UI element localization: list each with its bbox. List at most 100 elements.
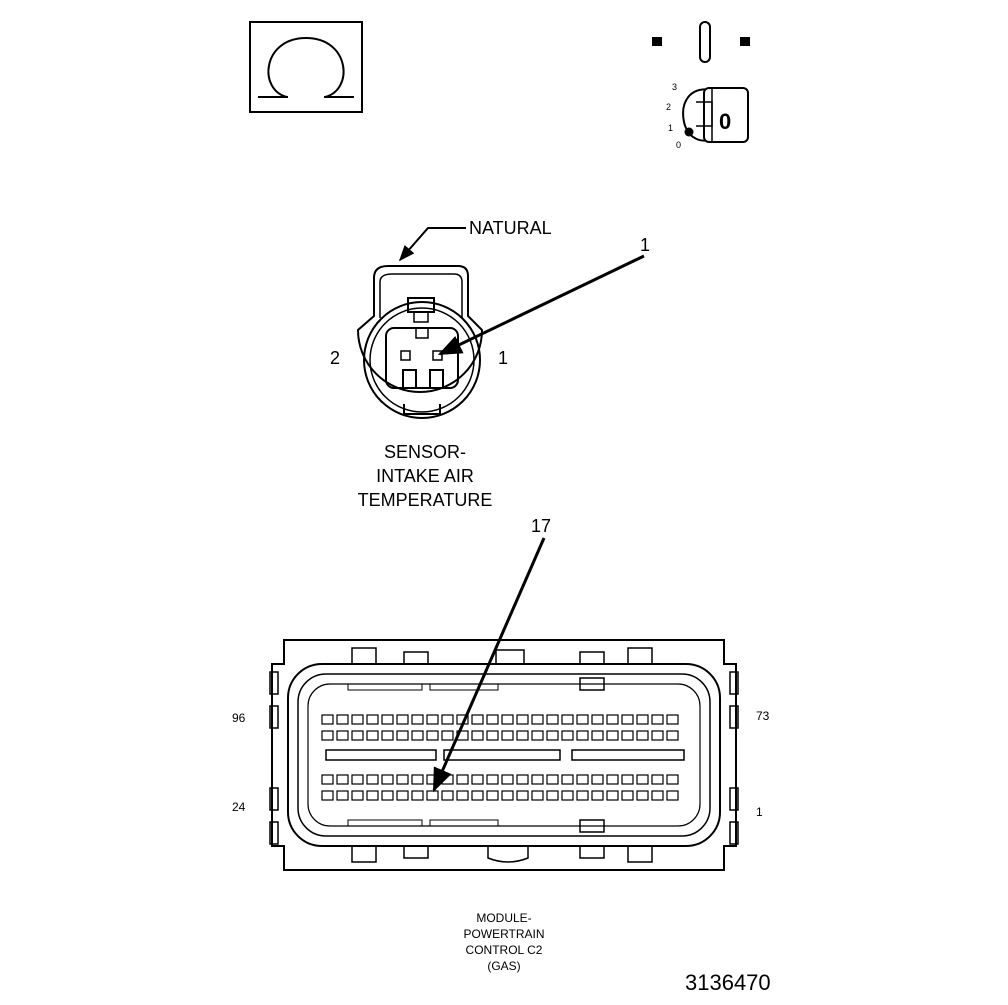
- pcm-pin-cavity: [426, 714, 439, 725]
- pcm-corner-label-bottom-right: 1: [756, 805, 763, 819]
- pcm-pin-cavity: [606, 774, 619, 785]
- key-position-0: 0: [676, 140, 681, 150]
- pcm-pin-cavity: [426, 790, 439, 801]
- pcm-corner-label-bottom-left: 24: [232, 800, 246, 814]
- pcm-pin-cavity: [441, 730, 454, 741]
- pcm-pin-cavity: [561, 774, 574, 785]
- pcm-title-line-3: CONTROL C2: [466, 943, 543, 957]
- pcm-pin-cavity: [381, 774, 394, 785]
- pcm-pin-cavity: [561, 714, 574, 725]
- pcm-pin-cavity: [396, 774, 409, 785]
- pcm-pin-cavity: [486, 730, 499, 741]
- pcm-pin-cavity: [666, 774, 679, 785]
- pcm-pin-cavity: [561, 730, 574, 741]
- pcm-pin-cavity: [546, 730, 559, 741]
- pcm-pin-cavity: [666, 790, 679, 801]
- key-icon: [682, 87, 749, 143]
- pcm-pin-cavity: [651, 790, 664, 801]
- pcm-pin-cavity: [351, 790, 364, 801]
- pcm-corner-label-top-left: 96: [232, 711, 246, 725]
- pcm-pin-cavity: [486, 714, 499, 725]
- pcm-pin-cavity: [546, 790, 559, 801]
- key-position-2: 2: [666, 102, 671, 112]
- pcm-pin-cavity: [576, 774, 589, 785]
- pcm-pin-cavity: [531, 774, 544, 785]
- connector-color-callout: NATURAL: [469, 218, 552, 238]
- sensor-title-line-1: SENSOR-: [384, 442, 466, 462]
- pcm-pin-cavity: [621, 730, 634, 741]
- pcm-pin-grid: [321, 714, 679, 801]
- pcm-pin-cavity: [471, 714, 484, 725]
- pcm-pin-cavity: [501, 730, 514, 741]
- pcm-pin-cavity: [636, 714, 649, 725]
- pcm-pin-cavity: [621, 714, 634, 725]
- pcm-pin-cavity: [441, 714, 454, 725]
- pcm-pin-cavity: [576, 714, 589, 725]
- pcm-pin-cavity: [561, 790, 574, 801]
- pcm-pin-cavity: [501, 714, 514, 725]
- pcm-pin-cavity: [411, 774, 424, 785]
- pcm-pin-cavity: [591, 714, 604, 725]
- pcm-pin-cavity: [591, 790, 604, 801]
- pcm-title-line-1: MODULE-: [476, 911, 531, 925]
- sensor-pin-left-label: 2: [330, 348, 340, 368]
- pcm-center-key-middle: [443, 749, 561, 761]
- sensor-title-line-3: TEMPERATURE: [358, 490, 493, 510]
- pcm-pin-cavity: [441, 774, 454, 785]
- pcm-pin-cavity: [426, 730, 439, 741]
- pcm-pin-cavity: [336, 730, 349, 741]
- pcm-pin-cavity: [486, 790, 499, 801]
- pcm-pin-cavity: [366, 774, 379, 785]
- pcm-pin-cavity: [636, 790, 649, 801]
- pcm-pin-cavity: [636, 774, 649, 785]
- pcm-pin-cavity: [531, 790, 544, 801]
- pcm-title-line-2: POWERTRAIN: [463, 927, 544, 941]
- pcm-pin-cavity: [486, 774, 499, 785]
- pcm-pin-callout: 17: [531, 516, 551, 536]
- figure-number: 3136470: [685, 970, 771, 995]
- pcm-pin-cavity: [321, 714, 334, 725]
- pcm-pin-cavity: [501, 774, 514, 785]
- key-position-1: 1: [668, 123, 673, 133]
- pcm-pin-cavity: [621, 790, 634, 801]
- pcm-pin-cavity: [396, 714, 409, 725]
- pcm-pin-callout-arrow: [432, 537, 546, 793]
- pcm-pin-cavity: [456, 790, 469, 801]
- pcm-center-key-left: [325, 749, 437, 761]
- pcm-pin-cavity: [591, 730, 604, 741]
- pcm-pin-cavity: [636, 730, 649, 741]
- pcm-pin-cavity: [606, 730, 619, 741]
- pcm-pin-cavity: [471, 790, 484, 801]
- ignition-key-off-icon: 3 2 1 0 0: [652, 21, 750, 150]
- pcm-pin-cavity: [606, 790, 619, 801]
- pcm-center-key-right: [571, 749, 685, 761]
- pcm-pin-cavity: [666, 730, 679, 741]
- pcm-pin-cavity: [381, 714, 394, 725]
- pcm-pin-cavity: [396, 730, 409, 741]
- pcm-pin-cavity: [606, 714, 619, 725]
- pcm-pin-cavity: [366, 730, 379, 741]
- pcm-pin-cavity: [651, 714, 664, 725]
- sensor-pin-callout-arrow: [437, 254, 645, 356]
- pcm-pin-cavity: [381, 790, 394, 801]
- pcm-pin-cavity: [651, 774, 664, 785]
- pcm-pin-cavity: [336, 774, 349, 785]
- pcm-title-line-4: (GAS): [487, 959, 520, 973]
- pcm-connector: 17 96 73 24 1 MODULE- POWERTRAIN CONTROL…: [232, 516, 770, 973]
- pcm-pin-cavity: [471, 774, 484, 785]
- pcm-pin-cavity: [351, 730, 364, 741]
- pcm-pin-cavity: [336, 790, 349, 801]
- pcm-pin-cavity: [321, 790, 334, 801]
- key-position-3: 3: [672, 82, 677, 92]
- pcm-pin-cavity: [366, 790, 379, 801]
- pcm-corner-label-top-right: 73: [756, 709, 770, 723]
- pcm-pin-cavity: [666, 714, 679, 725]
- pcm-pin-cavity: [366, 714, 379, 725]
- pcm-pin-cavity: [531, 730, 544, 741]
- pcm-pin-cavity: [471, 730, 484, 741]
- key-position-label: 0: [719, 109, 731, 134]
- pcm-pin-cavity: [591, 774, 604, 785]
- pcm-pin-cavity: [411, 790, 424, 801]
